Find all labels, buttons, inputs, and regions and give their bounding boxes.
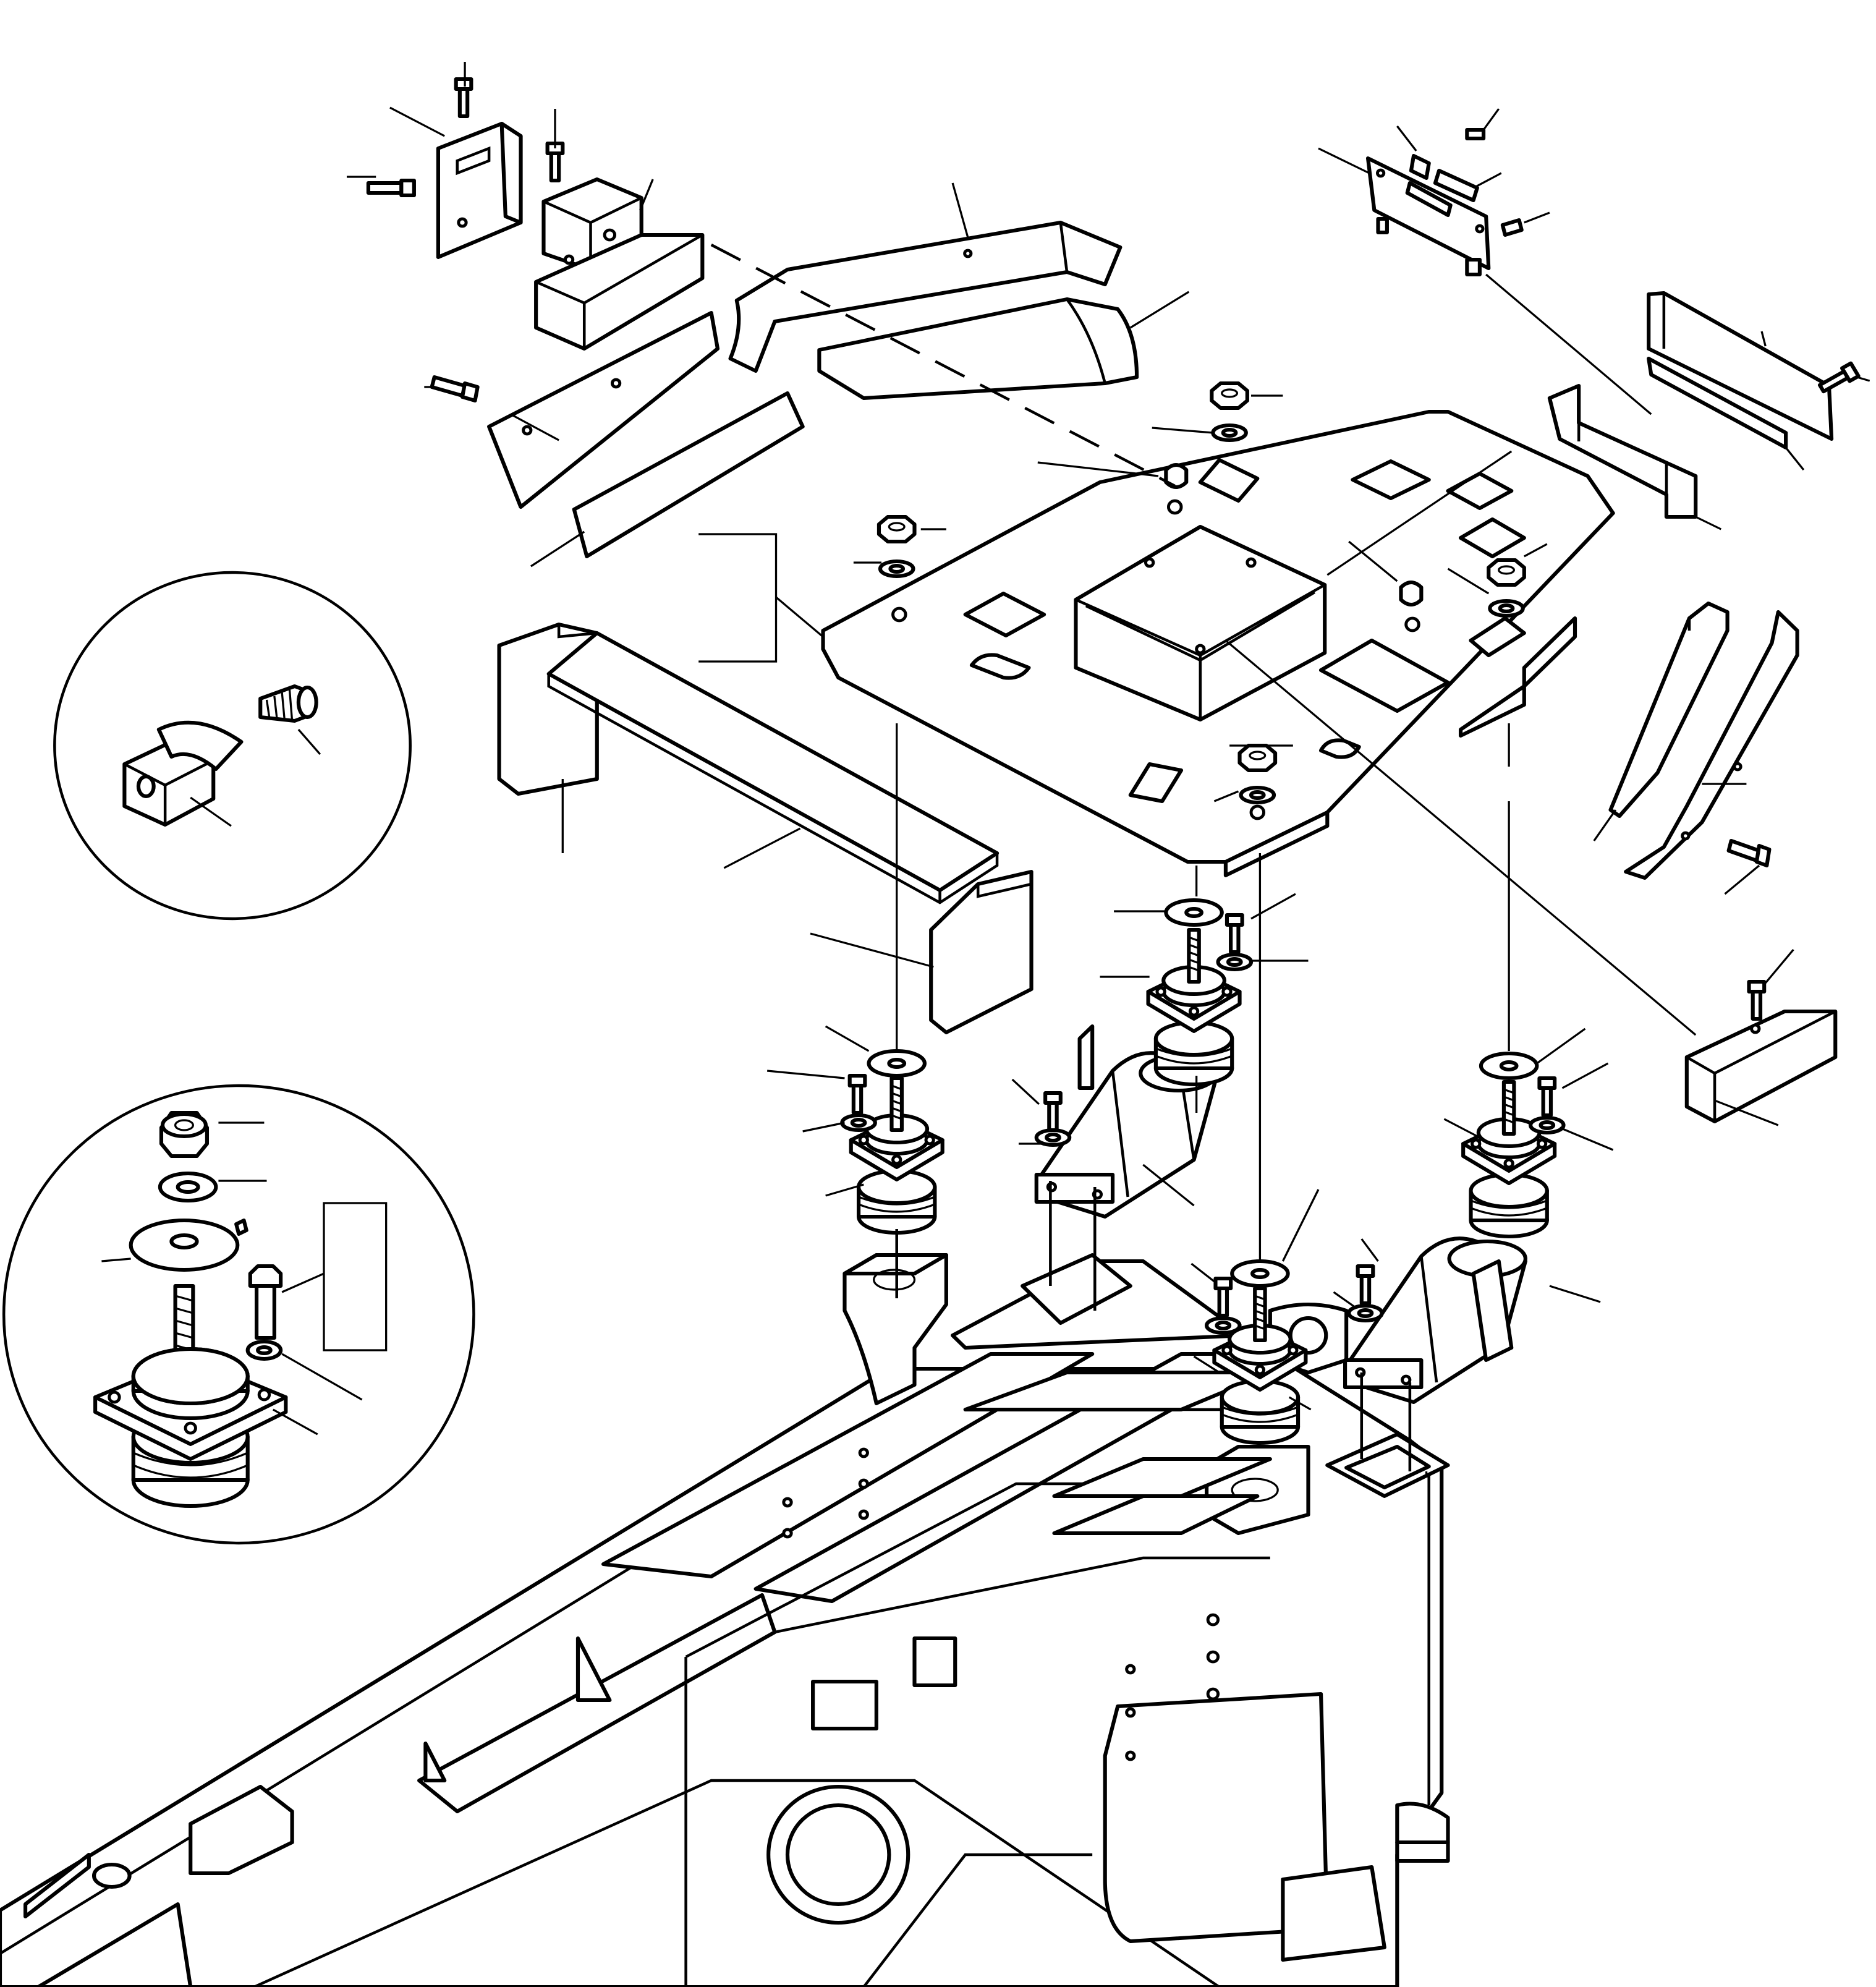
right-long-bracket (1608, 602, 1799, 880)
platform-hardware (879, 383, 1524, 802)
mount-console-left (1037, 1024, 1217, 1311)
left-side-plate (430, 311, 720, 509)
left-arm-insert (817, 297, 1139, 400)
mount-assembly-center (1148, 900, 1251, 1084)
mount-assembly-left (842, 1051, 942, 1298)
dashed-alignment-line (710, 244, 1176, 487)
front-insulation-panel (497, 623, 1000, 904)
mount-console-right (1345, 1238, 1526, 1471)
bottom-insulation-panel (929, 870, 1033, 1034)
leader-lines (101, 62, 1870, 1478)
main-frame (0, 1253, 1450, 1987)
left-top-bracket (366, 79, 523, 259)
left-insulation-strip (572, 391, 805, 558)
detail-circle-mount (2, 1084, 475, 1545)
detail-circle-clamp (53, 571, 412, 921)
right-cover-plate (1647, 291, 1858, 441)
clamp-block (534, 143, 705, 351)
left-arm (728, 221, 1123, 373)
right-end-block (1684, 982, 1838, 1123)
right-electrical-bracket (1365, 128, 1524, 276)
mount-assembly-right (1463, 1053, 1563, 1236)
